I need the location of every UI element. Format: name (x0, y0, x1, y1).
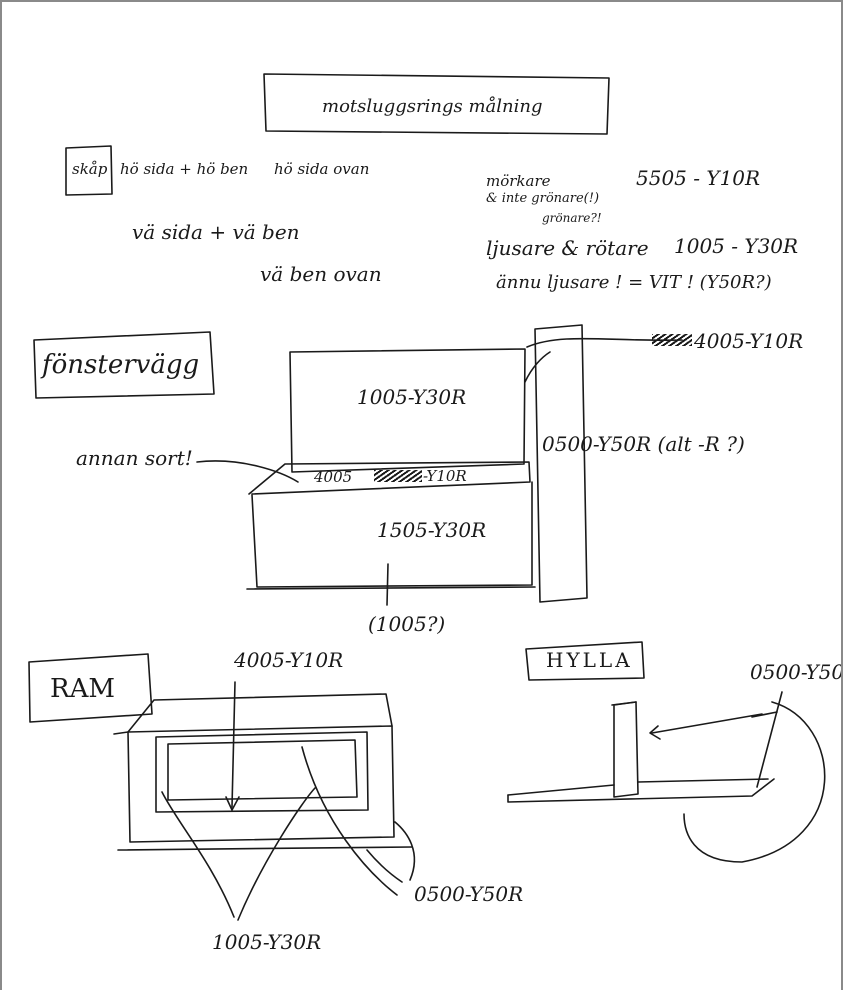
mork-label: mörkare (486, 174, 551, 189)
mork-sub: & inte grönare(!) (486, 192, 599, 205)
ljus-note-2: ännu ljusare ! = VIT ! (Y50R?) (496, 274, 772, 292)
shelf (614, 702, 638, 797)
scribble-mark-top (652, 334, 692, 346)
note-line1b: hö sida ovan (274, 162, 369, 177)
skap-label: skåp (72, 162, 107, 177)
pillar (535, 325, 587, 602)
ljus-code: 1005 - Y30R (674, 236, 798, 256)
upper-wall-code: 1005-Y30R (357, 387, 466, 407)
hylla-label: HYLLA (546, 650, 633, 670)
sill-code-right: -Y10R (423, 469, 467, 484)
annan-sort-label: annan sort! (76, 448, 193, 468)
ram-right-code: 0500-Y50R (414, 884, 523, 904)
sill-code-left: 4005 (314, 470, 352, 485)
note-line2: vä sida + vä ben (132, 222, 300, 242)
side-code: 0500-Y50R (alt -R ?) (542, 434, 745, 454)
lower-wall-code: 1505-Y30R (377, 520, 486, 540)
top-right-code: 4005-Y10R (694, 331, 803, 351)
ljus-label: ljusare & rötare (486, 238, 649, 258)
mork-code: 5505 - Y10R (636, 168, 760, 188)
fonstervagg-label: fönstervägg (42, 352, 199, 378)
ram-bottom-code: 1005-Y30R (212, 932, 321, 952)
page-title: motsluggsrings målning (322, 98, 542, 116)
ram-top-code: 4005-Y10R (234, 650, 343, 670)
hylla-code: 0500-Y50 (750, 662, 843, 682)
note-line1: hö sida + hö ben (120, 162, 248, 177)
note-line3: vä ben ovan (260, 264, 382, 284)
lower-wall-alt: (1005?) (368, 614, 445, 634)
mork-sub2: grönare?! (542, 212, 602, 224)
upper-wall (290, 349, 525, 472)
ram-label: RAM (50, 676, 115, 702)
annan-sort-line (197, 461, 298, 482)
scribble-mark (374, 470, 422, 482)
